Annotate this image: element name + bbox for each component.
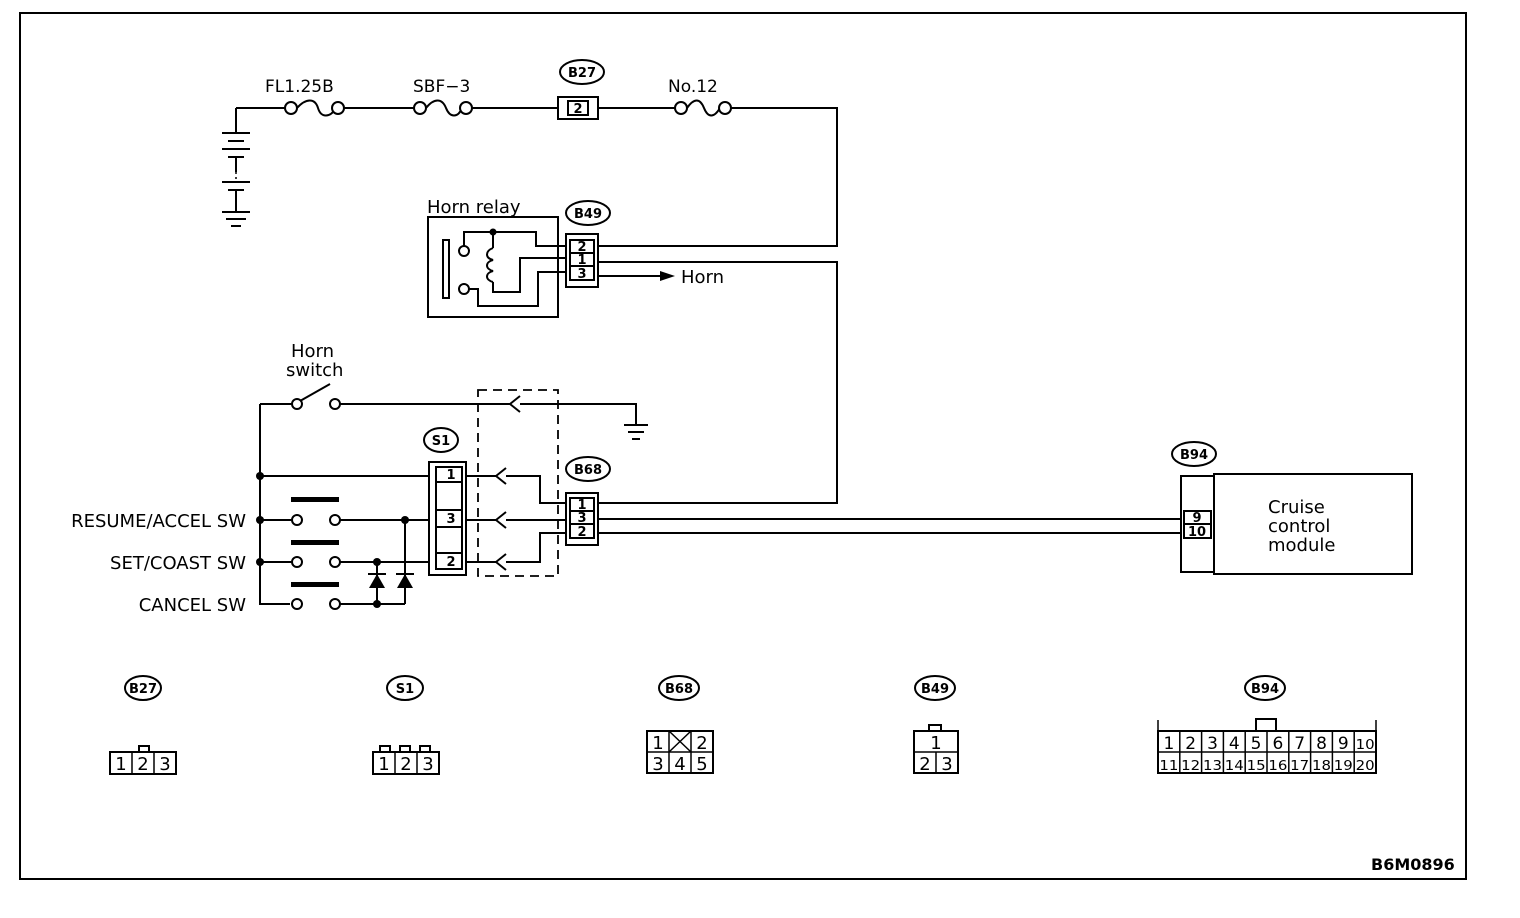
horn-relay-label: Horn relay — [427, 197, 521, 218]
face-b49: B49 1 2 3 — [913, 675, 959, 775]
face-b68-pin-2: 2 — [696, 733, 707, 754]
face-b94-pin-16: 16 — [1268, 759, 1287, 774]
set-coast-switch — [291, 540, 341, 568]
clock-spring-box — [477, 389, 559, 577]
face-b49-pin-2: 2 — [919, 754, 930, 775]
connector-b27-tag: B27 — [568, 66, 596, 81]
face-b94-pin-10: 10 — [1356, 738, 1375, 753]
face-b94-pin-17: 17 — [1290, 759, 1309, 774]
face-b68-pin-3: 3 — [652, 754, 663, 775]
face-b68-pin-5: 5 — [696, 754, 707, 775]
connector-b49: B49 2 1 3 — [565, 200, 611, 288]
face-b94-pin-11: 11 — [1159, 759, 1178, 774]
face-b49-tag: B49 — [921, 682, 949, 697]
fuse-fl125b-label: FL1.25B — [265, 77, 334, 97]
face-b94-pin-13: 13 — [1203, 759, 1222, 774]
s1-pin-1: 1 — [446, 468, 455, 483]
face-b68: B68 1 2 3 4 5 — [646, 675, 714, 775]
s1-pin-3: 3 — [446, 512, 455, 527]
face-s1-pin-3: 3 — [422, 754, 433, 775]
resume-accel-switch — [291, 497, 341, 526]
horn-arrow — [660, 271, 675, 281]
face-b94-pin-19: 19 — [1334, 759, 1353, 774]
face-s1-tag: S1 — [396, 682, 414, 697]
face-b94-pin-5: 5 — [1251, 734, 1262, 754]
connector-s1-tag: S1 — [432, 434, 450, 449]
fuse-sbf3-label: SBF−3 — [413, 77, 470, 97]
horn-switch-label-line1: Horn — [291, 341, 334, 362]
face-b49-pin-3: 3 — [941, 754, 952, 775]
connector-b94-tag: B94 — [1180, 448, 1208, 463]
resume-accel-sw-label: RESUME/ACCEL SW — [71, 511, 246, 532]
face-b27-pin-3: 3 — [159, 754, 170, 775]
face-b94-tag: B94 — [1251, 682, 1279, 697]
face-s1-pin-2: 2 — [400, 754, 411, 775]
battery — [222, 108, 250, 227]
face-b49-pin-1: 1 — [930, 733, 941, 754]
horn-label: Horn — [681, 267, 724, 288]
face-b94-pin-7: 7 — [1294, 734, 1305, 754]
figure-id: B6M0896 — [1371, 855, 1455, 874]
b94-pin-9: 9 — [1192, 511, 1201, 526]
b68-pin-3: 3 — [577, 511, 586, 526]
face-b94-pin-12: 12 — [1181, 759, 1200, 774]
fuse-no12: No.12 — [668, 77, 732, 117]
face-b27-pin-1: 1 — [115, 754, 126, 775]
face-s1: S1 1 2 3 — [372, 675, 440, 775]
face-b94-pin-6: 6 — [1272, 734, 1283, 754]
b49-pin-3: 3 — [577, 267, 586, 282]
b94-pin-10: 10 — [1188, 525, 1206, 540]
b68-pin-1: 1 — [577, 498, 586, 513]
fuse-sbf3: SBF−3 — [413, 77, 473, 117]
diagram-frame — [19, 12, 1467, 880]
face-b94-pin-2: 2 — [1185, 734, 1196, 754]
s1-pin-2: 2 — [446, 555, 455, 570]
fuse-fl125b: FL1.25B — [265, 77, 345, 117]
horn-relay: Horn relay — [427, 197, 566, 318]
module-label-line1: Cruise — [1268, 497, 1325, 518]
cancel-sw-label: CANCEL SW — [139, 595, 246, 616]
horn-switch — [291, 383, 341, 410]
face-b94-pin-8: 8 — [1316, 734, 1327, 754]
face-b94-pin-4: 4 — [1229, 734, 1240, 754]
face-b68-pin-1: 1 — [652, 733, 663, 754]
face-b94-pin-1: 1 — [1163, 734, 1174, 754]
face-b94-pin-14: 14 — [1225, 759, 1244, 774]
connector-b27-inline: B27 2 — [557, 59, 605, 120]
module-label-line3: module — [1268, 535, 1335, 556]
diode-set — [368, 562, 386, 604]
face-b68-pin-4: 4 — [674, 754, 685, 775]
cruise-control-module: Cruise control module — [1213, 473, 1413, 575]
face-b27-pin-2: 2 — [137, 754, 148, 775]
connector-s1: S1 1 3 2 — [423, 427, 467, 576]
module-label-line2: control — [1268, 516, 1330, 537]
ground-symbol — [624, 424, 648, 440]
cancel-switch — [291, 582, 341, 610]
connector-b68-tag: B68 — [574, 463, 602, 478]
connector-b49-tag: B49 — [574, 207, 602, 222]
face-b94-pin-9: 9 — [1338, 734, 1349, 754]
face-b94-pin-18: 18 — [1312, 759, 1331, 774]
face-b27: B27 1 2 3 — [109, 675, 177, 775]
b49-pin-2: 2 — [577, 240, 586, 255]
face-b94-pin-15: 15 — [1247, 759, 1266, 774]
connector-b68: B68 1 3 2 — [565, 456, 611, 546]
set-coast-sw-label: SET/COAST SW — [110, 553, 246, 574]
horn-switch-label-line2: switch — [286, 360, 343, 381]
connector-b94: B94 9 10 — [1171, 441, 1217, 573]
face-s1-pin-1: 1 — [378, 754, 389, 775]
face-b27-tag: B27 — [129, 682, 157, 697]
face-b94-pin-3: 3 — [1207, 734, 1218, 754]
b49-pin-1: 1 — [577, 253, 586, 268]
b68-pin-2: 2 — [577, 525, 586, 540]
diode-resume — [396, 520, 414, 604]
face-b94-pin-20: 20 — [1356, 759, 1375, 774]
face-b68-tag: B68 — [665, 682, 693, 697]
b27-pin-label: 2 — [573, 102, 582, 117]
fuse-no12-label: No.12 — [668, 77, 718, 97]
